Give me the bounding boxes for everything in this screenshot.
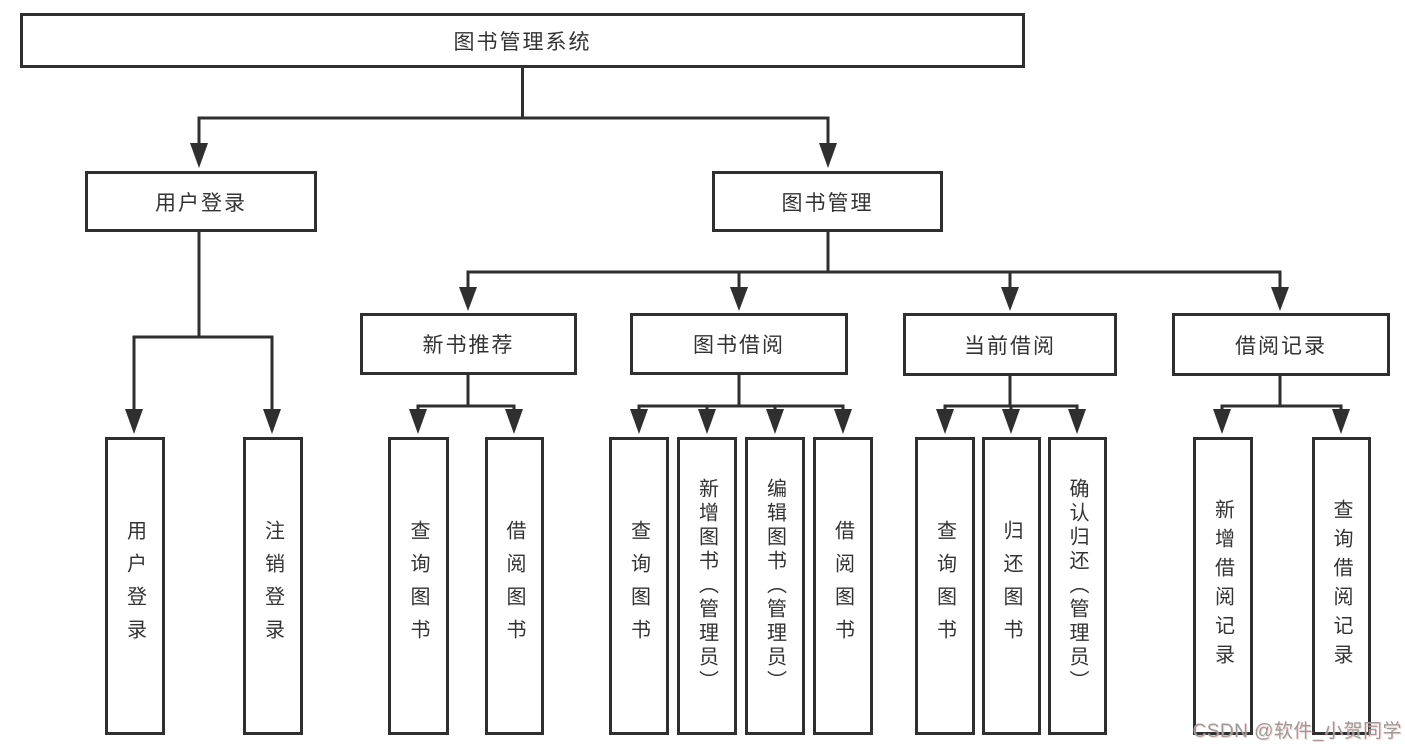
- leaf-query-books-recommend-label: 查询图书: [407, 520, 429, 652]
- csdn-watermark: CSDN @软件_小贺同学: [1192, 721, 1402, 742]
- leaf-query-books-current-label: 查询图书: [933, 520, 956, 652]
- node-book-borrow-label: 图书借阅: [693, 334, 785, 357]
- leaf-borrow-books-recommend: 借阅图书: [485, 437, 544, 735]
- node-current-borrow-label: 当前借阅: [964, 334, 1056, 358]
- leaf-user-login: 用户登录: [105, 437, 165, 735]
- leaf-return-book: 归还图书: [982, 437, 1041, 735]
- leaf-add-book-admin-label: 新增图书（管理员）: [695, 478, 718, 694]
- leaf-query-borrow-record: 查询借阅记录: [1312, 437, 1371, 735]
- node-current-borrow: 当前借阅: [903, 313, 1117, 376]
- leaf-edit-book-admin: 编辑图书（管理员）: [745, 437, 805, 735]
- leaf-borrow-books-recommend-label: 借阅图书: [503, 520, 525, 652]
- leaf-query-books-borrow: 查询图书: [609, 437, 669, 735]
- leaf-query-books-recommend: 查询图书: [388, 437, 449, 735]
- leaf-query-books-borrow-label: 查询图书: [627, 520, 650, 652]
- node-book-management: 图书管理: [712, 171, 943, 232]
- node-user-login-label: 用户登录: [155, 191, 247, 215]
- leaf-add-borrow-record-label: 新增借阅记录: [1211, 499, 1234, 673]
- leaf-query-borrow-record-label: 查询借阅记录: [1330, 499, 1352, 673]
- leaf-add-borrow-record: 新增借阅记录: [1193, 437, 1253, 735]
- node-borrow-records-label: 借阅记录: [1235, 334, 1327, 358]
- node-new-book-recommend: 新书推荐: [360, 313, 577, 375]
- node-new-book-recommend-label: 新书推荐: [422, 334, 515, 357]
- leaf-confirm-return-admin-label: 确认归还（管理员）: [1066, 478, 1088, 694]
- node-book-management-label: 图书管理: [781, 191, 874, 215]
- leaf-logout: 注销登录: [243, 437, 303, 735]
- leaf-logout-label: 注销登录: [261, 520, 284, 652]
- leaf-borrow-books-label: 借阅图书: [831, 520, 854, 652]
- leaf-borrow-books: 借阅图书: [813, 437, 873, 735]
- node-user-login: 用户登录: [85, 171, 317, 232]
- node-book-borrow: 图书借阅: [630, 313, 848, 375]
- leaf-return-book-label: 归还图书: [1000, 520, 1022, 652]
- leaf-edit-book-admin-label: 编辑图书（管理员）: [763, 478, 786, 694]
- leaf-user-login-label: 用户登录: [123, 520, 146, 652]
- leaf-query-books-current: 查询图书: [915, 437, 975, 735]
- node-borrow-records: 借阅记录: [1172, 313, 1390, 376]
- leaf-add-book-admin: 新增图书（管理员）: [677, 437, 737, 735]
- node-root-system: 图书管理系统: [20, 13, 1025, 68]
- node-root-system-label: 图书管理系统: [453, 30, 592, 54]
- leaf-confirm-return-admin: 确认归还（管理员）: [1048, 437, 1107, 735]
